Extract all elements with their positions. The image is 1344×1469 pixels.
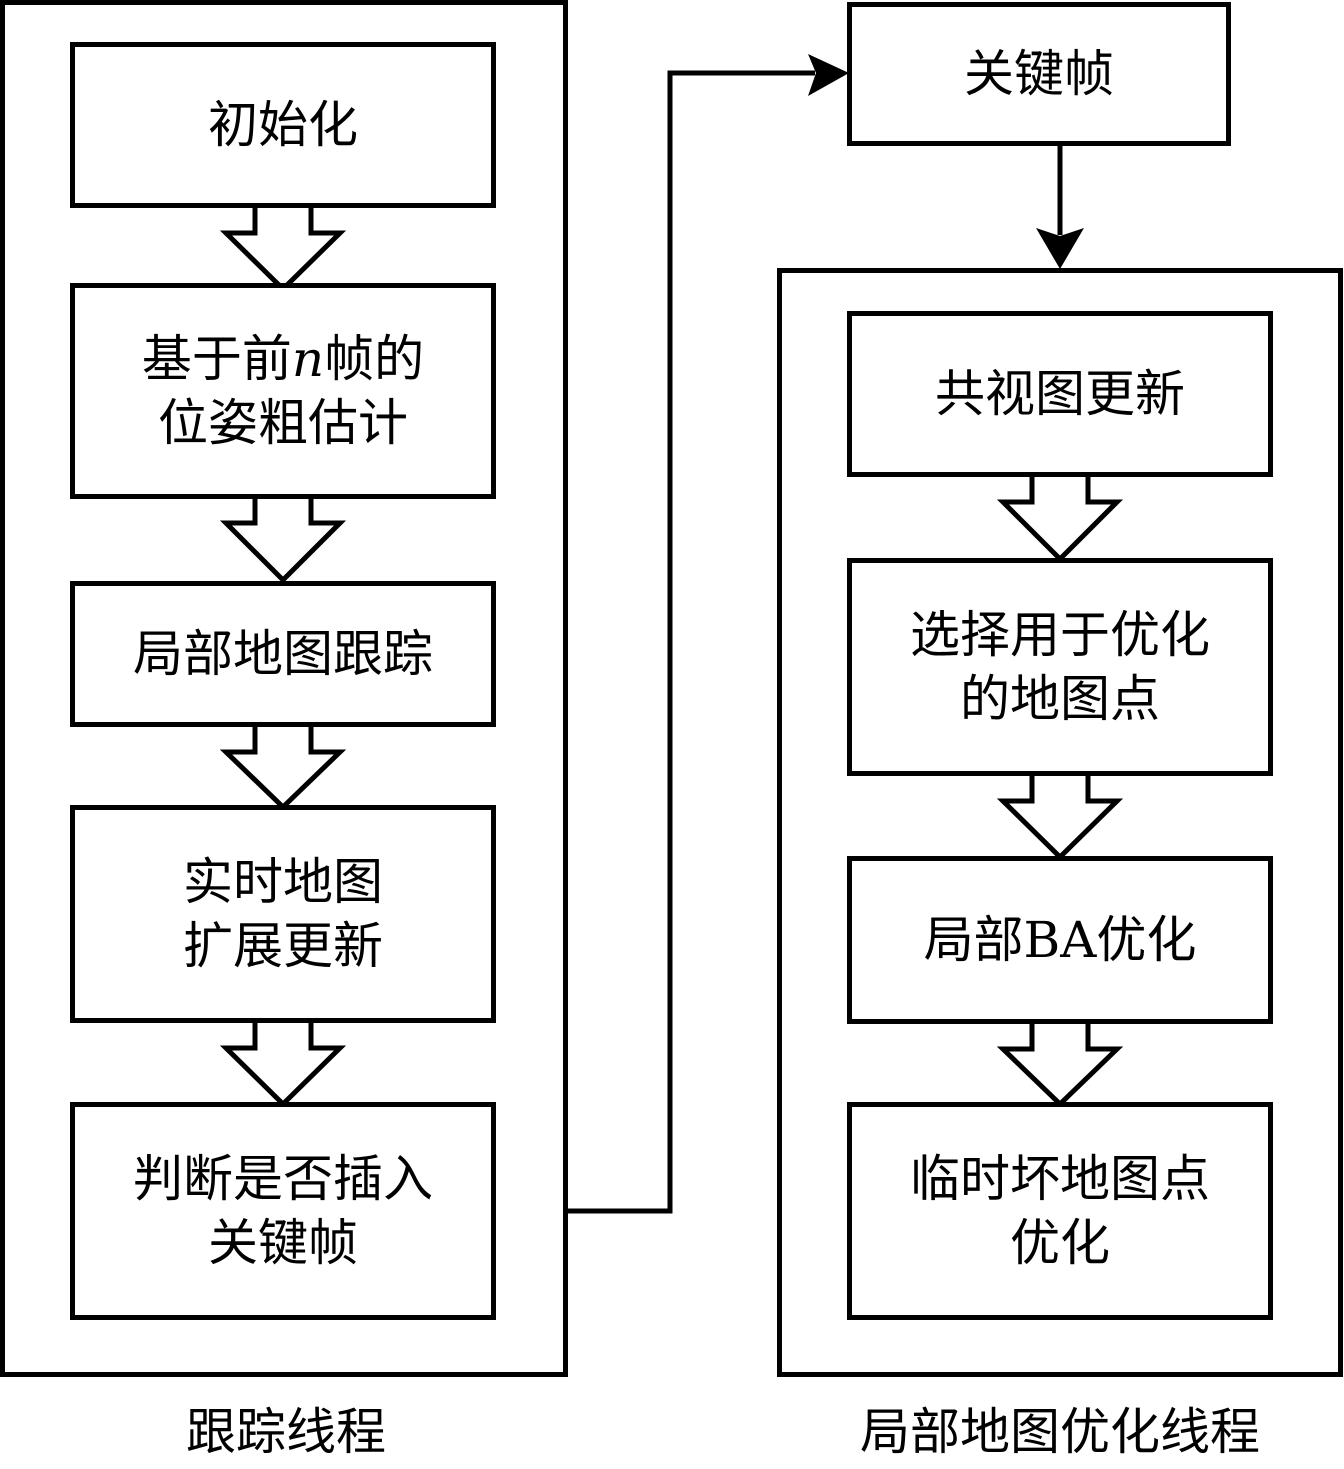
step-covisibility-update-label: 共视图更新 — [935, 365, 1185, 423]
local-mapping-thread-frame — [777, 268, 1343, 1377]
variable-n: n — [291, 330, 325, 388]
connector-tracking-to-keyframe — [566, 70, 815, 1214]
step-init-label: 初始化 — [208, 96, 358, 154]
block-arrow-pose-to-tracking — [219, 493, 347, 584]
step-map-expand-update-line1: 实时地图 — [183, 853, 383, 911]
step-map-expand-update: 实时地图 扩展更新 — [70, 805, 496, 1023]
step-local-ba-label: 局部BA优化 — [923, 911, 1197, 969]
step-select-map-points: 选择用于优化 的地图点 — [847, 558, 1273, 776]
step-bad-point-cull: 临时坏地图点 优化 — [847, 1102, 1273, 1320]
keyframe-box: 关键帧 — [847, 2, 1231, 146]
keyframe-label: 关键帧 — [964, 45, 1114, 103]
step-select-map-points-line2: 的地图点 — [960, 670, 1160, 728]
local-mapping-thread-caption: 局部地图优化线程 — [860, 1403, 1260, 1461]
step-select-map-points-line1: 选择用于优化 — [910, 606, 1210, 664]
step-pose-estimate: 基于前n帧的 位姿粗估计 — [70, 283, 496, 499]
block-arrow-covis-to-select — [996, 471, 1124, 563]
block-arrow-ba-to-cull — [996, 1018, 1124, 1108]
tracking-thread-caption: 跟踪线程 — [186, 1403, 386, 1461]
step-map-expand-update-line2: 扩展更新 — [183, 917, 383, 975]
step-keyframe-decision-line2: 关键帧 — [208, 1214, 358, 1272]
step-pose-estimate-line1: 基于前n帧的 — [141, 330, 425, 388]
block-arrow-expand-to-decision — [219, 1017, 347, 1108]
step-local-map-tracking-label: 局部地图跟踪 — [133, 625, 433, 683]
tracking-thread-frame — [0, 0, 568, 1377]
step-keyframe-decision: 判断是否插入 关键帧 — [70, 1102, 496, 1320]
step-bad-point-cull-line2: 优化 — [1010, 1214, 1110, 1272]
step-init: 初始化 — [70, 42, 496, 208]
step-local-ba: 局部BA优化 — [847, 856, 1273, 1024]
step-covisibility-update: 共视图更新 — [847, 311, 1273, 477]
step-local-map-tracking: 局部地图跟踪 — [70, 581, 496, 727]
step-bad-point-cull-line1: 临时坏地图点 — [910, 1150, 1210, 1208]
step-pose-estimate-line2: 位姿粗估计 — [158, 394, 408, 452]
block-arrow-tracking-to-expand — [219, 721, 347, 811]
arrowhead-into-keyframe — [808, 54, 849, 96]
block-arrow-select-to-ba — [996, 770, 1124, 861]
arrowhead-into-mapping-frame — [1036, 228, 1084, 269]
step-keyframe-decision-line1: 判断是否插入 — [133, 1150, 433, 1208]
block-arrow-init-to-pose — [219, 202, 347, 293]
